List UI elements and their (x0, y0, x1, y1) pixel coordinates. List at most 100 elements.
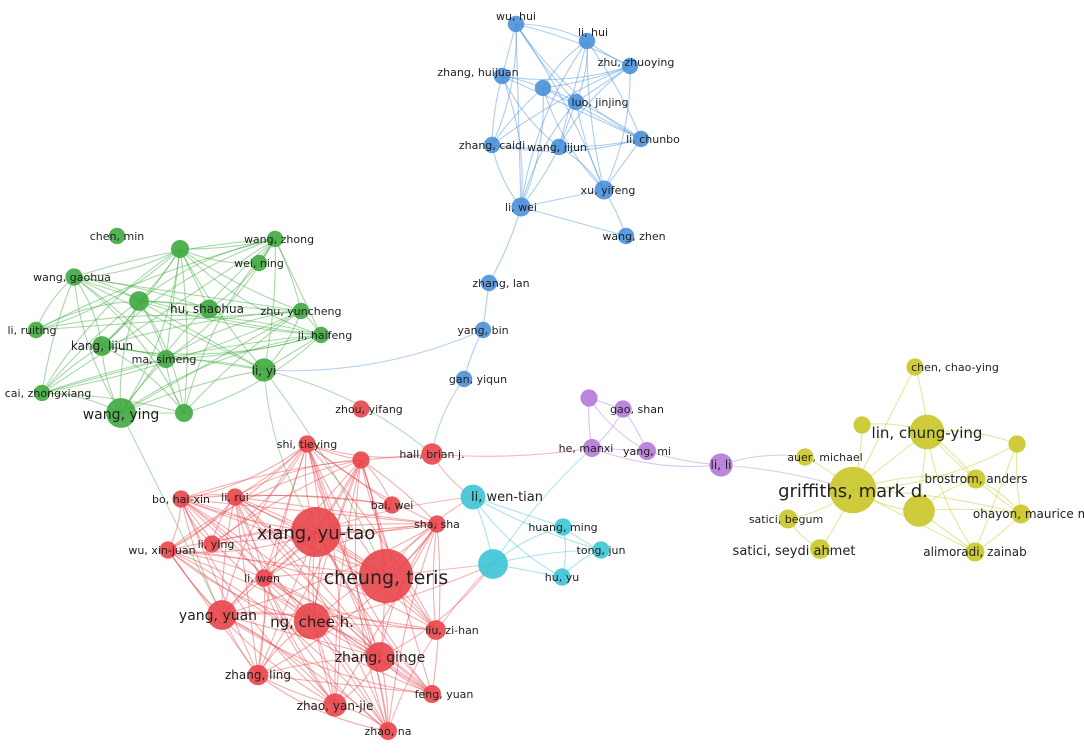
node-cai_zhongxiang[interactable] (33, 384, 51, 402)
node-lin_chungying[interactable] (909, 414, 945, 450)
node-hu_yu[interactable] (553, 568, 571, 586)
edge-ji_haifeng-ma_simeng (165, 334, 322, 360)
node-blue_a[interactable] (534, 79, 552, 97)
edge-ji_haifeng-li_ruiting (35, 314, 322, 336)
node-wu_hui[interactable] (507, 15, 525, 33)
label-xiang_yutao: xiang, yu-tao (257, 523, 376, 544)
node-auer_michael[interactable] (796, 448, 814, 466)
node-ji_haifeng[interactable] (312, 326, 330, 344)
node-li_rui[interactable] (226, 488, 244, 506)
label-zhou_yifang: zhou, yifang (335, 403, 403, 416)
label-bai_wei: bai, wei (371, 499, 414, 512)
node-wang_ying[interactable] (106, 398, 136, 428)
node-ng_cheeh[interactable] (293, 602, 331, 640)
node-shi_tieying[interactable] (298, 435, 316, 453)
node-purple_a[interactable] (580, 389, 598, 407)
node-green_b[interactable] (129, 291, 149, 311)
node-satici_seydi[interactable] (810, 539, 830, 559)
edge-blue_a-li_chunbo (542, 87, 642, 140)
node-chen_min[interactable] (108, 227, 126, 245)
node-alimoradi_zainab[interactable] (965, 542, 985, 562)
node-gan_yiqun[interactable] (455, 370, 473, 388)
node-tong_jun[interactable] (592, 541, 610, 559)
node-yellow_b[interactable] (1008, 435, 1026, 453)
edge-ng_cheeh-cyan_a (311, 563, 494, 622)
edge-red_a-sha_sha (360, 459, 438, 525)
node-zhang_huijuan[interactable] (493, 67, 511, 85)
edge-li_wen-zhao_na (263, 577, 389, 732)
node-bai_wei[interactable] (383, 496, 401, 514)
node-xiang_yutao[interactable] (291, 507, 341, 557)
node-yellow_a[interactable] (853, 416, 871, 434)
node-he_manxi[interactable] (583, 439, 601, 457)
edge-shi_tieying-bai_wei (306, 443, 393, 506)
node-li_hui[interactable] (578, 32, 596, 50)
node-li_li[interactable] (709, 453, 733, 477)
node-zhu_zhuoying[interactable] (621, 57, 639, 75)
node-huang_ming[interactable] (554, 518, 572, 536)
node-zhao_yanjie[interactable] (323, 693, 347, 717)
node-bo_haixin[interactable] (172, 490, 190, 508)
label-luo_jinjing: luo, jinjing (572, 96, 629, 109)
node-li_wen[interactable] (255, 569, 273, 587)
node-brostrom_anders[interactable] (966, 469, 986, 489)
node-zhang_ling[interactable] (247, 664, 269, 686)
node-sha_sha[interactable] (428, 515, 446, 533)
node-hu_shaohua[interactable] (199, 299, 219, 319)
label-feng_yuan: feng, yuan (415, 688, 474, 701)
node-wang_gaohua[interactable] (65, 268, 83, 286)
node-zhang_lan[interactable] (480, 274, 498, 292)
node-wei_ning[interactable] (250, 254, 268, 272)
node-feng_yuan[interactable] (423, 685, 441, 703)
node-yang_bin[interactable] (474, 321, 492, 339)
node-green_c[interactable] (175, 404, 193, 422)
node-li_wei[interactable] (511, 197, 531, 217)
node-wang_zhong[interactable] (266, 230, 284, 248)
node-zhang_caidi[interactable] (483, 136, 501, 154)
node-zhou_yifang[interactable] (352, 400, 370, 418)
node-zhang_qinge[interactable] (365, 642, 395, 672)
node-red_a[interactable] (352, 451, 370, 469)
node-ma_simeng[interactable] (157, 350, 175, 368)
node-li_ruiting[interactable] (27, 321, 45, 339)
node-yang_yuan[interactable] (207, 600, 237, 630)
node-chen_chaoying[interactable] (906, 358, 924, 376)
node-ohayon_maurice[interactable] (1011, 504, 1031, 524)
node-cyan_a[interactable] (478, 549, 508, 579)
edge-bo_haixin-bai_wei (180, 494, 393, 506)
node-satici_begum[interactable] (778, 509, 798, 529)
node-li_ying[interactable] (203, 535, 221, 553)
edge-sha_sha-li_wen (263, 523, 438, 579)
edge-kang_lijun-li_yi (101, 345, 265, 371)
node-wang_zhen[interactable] (617, 227, 635, 245)
node-yang_mi[interactable] (638, 442, 656, 460)
node-kang_lijun[interactable] (92, 336, 112, 356)
edge-li_wentian-hu_yu (472, 496, 563, 578)
node-li_wentian[interactable] (460, 484, 486, 510)
node-cheung_teris[interactable] (358, 548, 414, 604)
node-green_a[interactable] (171, 240, 189, 258)
node-xu_yifeng[interactable] (594, 180, 614, 200)
edge-li_rui-zhang_ling (234, 496, 259, 676)
edge-green_a-ji_haifeng (179, 248, 322, 336)
edge-shi_tieying-yang_yuan (221, 443, 308, 616)
node-luo_jinjing[interactable] (567, 93, 585, 111)
node-wang_jijun[interactable] (550, 138, 568, 156)
node-li_yi[interactable] (252, 358, 276, 382)
edge-green_a-wang_zhong (179, 238, 276, 250)
node-wu_xinjuan[interactable] (159, 541, 177, 559)
edge-wu_hui-zhu_zhuoying (515, 23, 631, 67)
node-griffiths_mark[interactable] (829, 466, 877, 514)
edge-wu_hui-li_wei (515, 23, 522, 208)
label-zhang_qinge: zhang, qinge (335, 650, 426, 666)
edge-zhu_yuncheng-green_c (183, 310, 302, 414)
node-zhao_na[interactable] (379, 722, 397, 740)
node-li_chunbo[interactable] (632, 130, 650, 148)
node-yellow_c[interactable] (903, 495, 935, 527)
node-zhu_yuncheng[interactable] (292, 302, 310, 320)
edge-yang_yuan-zhao_yanjie (221, 614, 336, 706)
edge-zhao_na-cyan_a (387, 563, 494, 732)
node-gao_shan[interactable] (614, 400, 632, 418)
node-liu_zihan[interactable] (426, 620, 446, 640)
node-hall_brian[interactable] (421, 443, 443, 465)
